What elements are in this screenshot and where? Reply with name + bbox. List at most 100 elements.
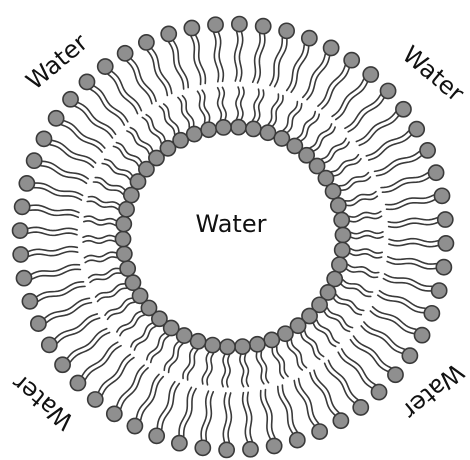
outer-lipid-tail	[385, 198, 436, 211]
outer-lipid-tail	[101, 356, 135, 396]
outer-lipid-tail	[352, 335, 392, 369]
inner-lipid-tail	[221, 353, 227, 388]
inner-lipid-tail	[349, 252, 383, 259]
outer-lipid-head	[362, 66, 380, 83]
inner-lipid-head	[301, 307, 318, 325]
outer-lipid-tail	[222, 392, 228, 443]
outer-lipid-tail	[217, 31, 225, 83]
inner-lipid-head	[273, 130, 291, 147]
inner-lipid-tail	[84, 256, 118, 264]
outer-lipid-tail	[135, 373, 160, 419]
outer-lipid-head	[419, 141, 436, 159]
inner-lipid-tail	[282, 100, 299, 131]
inner-lipid-tail	[94, 176, 126, 191]
outer-lipid-head	[230, 15, 248, 33]
label-water-bottom-right: Water	[397, 358, 469, 425]
inner-lipid-tail	[133, 325, 157, 351]
inner-lipid-tail	[309, 123, 333, 149]
outer-lipid-tail	[378, 289, 427, 310]
outer-lipid-tail	[373, 150, 421, 173]
outer-lipid-head	[62, 90, 79, 108]
outer-lipid-tail	[51, 139, 97, 164]
outer-lipid-head	[311, 423, 329, 440]
outer-lipid-head	[40, 336, 58, 354]
outer-lipid-tail	[387, 216, 438, 224]
inner-lipid-tail	[87, 267, 121, 279]
inner-lipid-head	[189, 332, 207, 350]
inner-lipid-head	[276, 325, 294, 343]
outer-lipid-head	[265, 437, 283, 455]
inner-lipid-tail	[96, 287, 128, 303]
outer-lipid-tail	[387, 221, 439, 229]
outer-lipid-tail	[355, 111, 397, 143]
outer-lipid-tail	[327, 359, 359, 401]
outer-lipid-tail	[31, 268, 82, 280]
outer-lipid-tail	[56, 317, 101, 344]
outer-lipid-head	[116, 44, 134, 62]
outer-lipid-tail	[84, 344, 122, 381]
outer-lipid-head	[15, 269, 33, 287]
inner-lipid-head	[334, 226, 352, 244]
inner-lipid-tail	[82, 234, 116, 240]
inner-lipid-tail	[256, 89, 265, 123]
outer-lipid-tail	[36, 281, 85, 298]
inner-lipid-tail	[275, 345, 289, 378]
outer-lipid-tail	[365, 130, 410, 157]
outer-lipid-head	[25, 152, 43, 170]
outer-lipid-head	[160, 25, 178, 43]
inner-lipid-tail	[243, 353, 250, 388]
outer-lipid-head	[54, 356, 71, 374]
inner-lipid-tail	[271, 94, 284, 127]
inner-lipid-head	[215, 119, 232, 136]
outer-lipid-head	[69, 374, 87, 392]
inner-lipid-tail	[326, 307, 354, 329]
outer-lipid-tail	[233, 31, 239, 82]
outer-lipid-head	[148, 427, 166, 445]
outer-lipid-tail	[205, 390, 215, 442]
inner-lipid-tail	[182, 347, 195, 380]
inner-lipid-tail	[296, 110, 317, 139]
inner-lipid-head	[131, 287, 149, 305]
label-water-bottom-left: Water	[7, 369, 79, 436]
outer-lipid-tail	[74, 105, 114, 139]
inner-lipid-tail	[115, 141, 143, 164]
outer-lipid-tail	[190, 35, 202, 86]
outer-lipid-head	[332, 412, 350, 430]
outer-lipid-head	[105, 405, 123, 423]
outer-lipid-tail	[194, 34, 207, 85]
outer-lipid-head	[430, 282, 448, 299]
outer-lipid-tail	[238, 31, 244, 82]
inner-lipid-tail	[349, 215, 383, 223]
inner-lipid-tail	[82, 220, 117, 227]
inner-lipid-tail	[201, 89, 211, 123]
inner-lipid-tail	[340, 176, 372, 191]
inner-lipid-tail	[186, 348, 199, 381]
inner-lipid-tail	[92, 181, 124, 195]
outer-lipid-tail	[293, 379, 315, 427]
inner-lipid-head	[159, 139, 177, 157]
inner-lipid-tail	[145, 113, 166, 142]
outer-lipid-head	[137, 34, 155, 51]
inner-lipid-tail	[126, 130, 150, 155]
outer-lipid-tail	[388, 242, 439, 248]
inner-lipid-tail	[167, 343, 184, 374]
inner-lipid-tail	[86, 200, 120, 211]
outer-lipid-tail	[358, 115, 400, 147]
outer-lipid-tail	[334, 81, 369, 121]
inner-lipid-tail	[177, 96, 191, 129]
inner-lipid-tail	[181, 94, 195, 127]
outer-lipid-tail	[30, 263, 81, 276]
inner-lipid-tail	[312, 322, 337, 348]
outer-lipid-tail	[54, 313, 99, 340]
outer-lipid-tail	[386, 260, 437, 270]
outer-lipid-head	[96, 58, 114, 75]
outer-lipid-tail	[107, 73, 139, 115]
outer-lipid-tail	[160, 382, 181, 431]
inner-lipid-tail	[345, 268, 379, 279]
inner-lipid-head	[311, 296, 328, 314]
outer-lipid-tail	[388, 237, 439, 243]
outer-lipid-head	[433, 187, 451, 205]
outer-lipid-head	[413, 326, 431, 344]
